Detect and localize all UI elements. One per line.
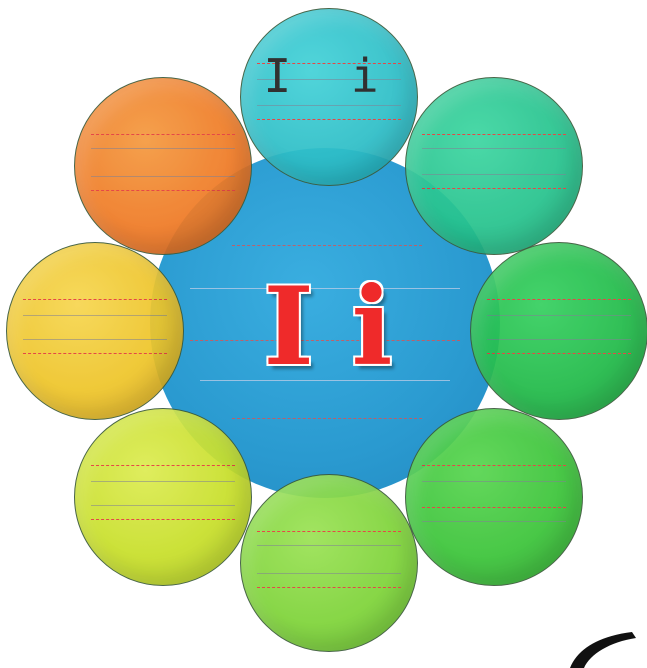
petal-bottom-right[interactable] [405, 408, 583, 586]
pencil-icon [560, 628, 640, 668]
petal-right[interactable] [470, 242, 647, 420]
top-petal-letters: I i [241, 53, 417, 99]
guide-line [232, 245, 422, 246]
petal-top-left[interactable] [74, 77, 252, 255]
guide-line [232, 418, 422, 419]
petal-bottom[interactable] [240, 474, 418, 652]
petal-top-right[interactable] [405, 77, 583, 255]
petal-top[interactable]: I i [240, 8, 418, 186]
petal-left[interactable] [6, 242, 184, 420]
petal-bottom-left[interactable] [74, 408, 252, 586]
center-letters: I i [228, 262, 428, 392]
